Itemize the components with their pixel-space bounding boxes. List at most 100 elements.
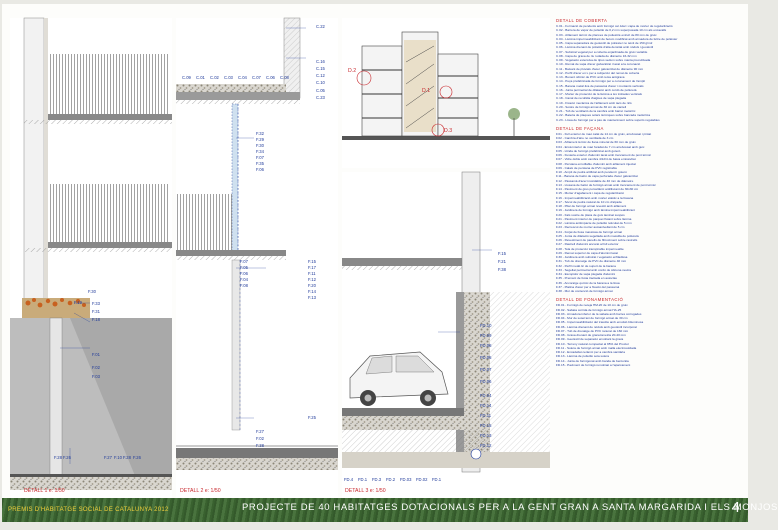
- spec-item: FD.06 - Làmina drenant de nòduls amb geo…: [556, 324, 637, 329]
- detail-tag: C.02: [210, 75, 219, 80]
- detail-tag: F.14: [308, 289, 316, 294]
- detail-tag: F.12: [308, 277, 316, 282]
- spec-item: FD.03 - Armadura inferior de la sabata a…: [556, 311, 642, 316]
- spec-item: F.28 - Tela de protecció transpirable im…: [556, 246, 624, 251]
- spec-item: FD.04 - Mur de soterrani de formigó arma…: [556, 316, 628, 320]
- spec-item: F.17 - Sòcol de pedra natural de 10 cm d…: [556, 199, 622, 204]
- detail-tag: C.04: [238, 75, 247, 80]
- detail-tag: F.11: [308, 271, 316, 276]
- spec-item: F.11 - Barana de balcó de xapa perforada…: [556, 174, 638, 179]
- detail-tag: C.12: [316, 73, 325, 78]
- detail-tag: C.03: [224, 75, 233, 80]
- detail-tag: F.06: [240, 271, 248, 276]
- detail-tag: F.20: [308, 283, 316, 288]
- detail-tag: F.30: [256, 143, 264, 148]
- spec-item: C.23 - Llosa de formigó per a pas de man…: [556, 117, 660, 122]
- spec-item: F.05 - Llinda de formigó prefabricat amb…: [556, 148, 621, 153]
- detail-tag: F.26: [63, 455, 71, 460]
- spec-item: F.22 - Làmina antiimpacte de polietilè r…: [556, 221, 632, 225]
- detail-2-label: DETALL 2 e: 1/50: [180, 488, 221, 494]
- spec-item: F.01 - Full exterior de maó calat de 14 …: [556, 131, 652, 136]
- spec-item: FD.09 - Geotèxtil de separació envoltant…: [556, 337, 624, 342]
- detail-tag: F.32: [256, 131, 264, 136]
- detail-tag: F.28: [54, 455, 62, 460]
- detail-tag: FD.10: [480, 323, 492, 328]
- detail-tag: F.15: [308, 259, 316, 264]
- spec-item: F.37 - Platina d'acer per a fixació del …: [556, 284, 620, 289]
- detail-2-drawing: [176, 17, 338, 498]
- spec-item: C.06 - Làmina drenant de polietilè d'alt…: [556, 45, 654, 50]
- spec-item: F.08 - Persiana enrotllable d'alumini am…: [556, 161, 636, 166]
- spec-item: FD.15 - Paviment de formigó remolinat a …: [556, 362, 631, 367]
- detail-tag: F.27: [256, 429, 264, 434]
- spec-item: C.16 - Junta perimetral de dilatació amb…: [556, 87, 637, 92]
- detail-tag: F.06: [256, 167, 264, 172]
- spec-item: F.24 - Forjat de llosa massissa de formi…: [556, 229, 623, 234]
- detail-tag: FD.06: [480, 379, 492, 384]
- grass-texture: [2, 498, 748, 522]
- spec-item: F.06 - Fusteria exterior d'alumini lacat…: [556, 153, 651, 157]
- detail-tag: C.15: [316, 66, 325, 71]
- detail-tag: F.19: [74, 300, 82, 305]
- detail-tag: FD.08: [480, 343, 492, 348]
- spec-item: FD.05 - Impermeabilització del trasdós a…: [556, 320, 644, 325]
- spec-item: F.32 - Perfil metàl·lic de suport de la …: [556, 263, 616, 268]
- detail-tag: FD.13: [480, 433, 492, 438]
- detail-tag: FD.05: [480, 355, 492, 360]
- spec-item: C.08 - Capa de grava de riu rodada de di…: [556, 53, 637, 58]
- detail-tag: F.38: [498, 267, 506, 272]
- detail-tag: FD.04: [480, 393, 492, 398]
- detail-tag: C.16: [316, 59, 325, 64]
- detail-tag: F.04: [240, 277, 248, 282]
- detail-tag: F.35: [256, 161, 264, 166]
- building-section-drawing: [342, 18, 550, 168]
- spec-item: C.22 - Bateria de plaques solars tèrmiqu…: [556, 113, 651, 118]
- detail-tag: F.15: [498, 251, 506, 256]
- spec-item: C.17 - Morter de protecció de la làmina …: [556, 92, 642, 96]
- spec-item: C.03 - Aïllament tèrmic de planxes de po…: [556, 32, 657, 37]
- spec-item: C.10 - Remat de xapa d'acer galvanitzat …: [556, 62, 641, 67]
- spec-item: F.18 - Pilar de formigó armat revestit a…: [556, 204, 627, 208]
- detail-tag: F.28: [123, 455, 131, 460]
- detail-1-drawing: [10, 17, 172, 498]
- detail-tag: F.02: [256, 436, 264, 441]
- spec-section-title: DETALL DE FAÇANA: [556, 125, 604, 131]
- section-tag: D.3: [444, 128, 453, 134]
- spec-item: C.21 - Tub de ventilació de la cambra am…: [556, 109, 636, 113]
- spec-item: F.07 - Vidre doble amb cambra 4/12/4 de …: [556, 157, 636, 162]
- spec-item: F.25 - Junta de dilatació segellada amb …: [556, 233, 639, 238]
- section-tag: D.1: [422, 88, 431, 94]
- detail-tag: C.01: [196, 75, 205, 80]
- spec-item: C.04 - Làmina impermeabilitzant de betum…: [556, 36, 678, 41]
- detail-tag: FD.11: [480, 413, 492, 418]
- detail-tag: C.10: [316, 80, 325, 85]
- spec-item: F.30 - Jardinera amb substrat i vegetaci…: [556, 255, 628, 259]
- detail-tag: FD.09: [480, 333, 492, 338]
- spec-item: FD.02 - Sabata corrida de formigó armat …: [556, 307, 622, 312]
- spec-item: FD.10 - Terreny natural compactat al 95%…: [556, 341, 630, 346]
- detail-tag: F.08: [240, 283, 248, 288]
- spec-item: C.05 - Capa separadora de geotèxtil de p…: [556, 41, 653, 45]
- spec-item: F.20 - Fals sostre de placa de guix lami…: [556, 212, 625, 217]
- spec-item: F.29 - Remat superior de xapa d'alumini …: [556, 250, 618, 255]
- spec-item: F.02 - Cambra d'aire no ventilada de 3 c…: [556, 136, 614, 140]
- spec-item: FD.14 - Junta de formigonat amb banda de…: [556, 358, 629, 363]
- detail-tag: C.08: [280, 75, 289, 80]
- detail-tag: F.17: [308, 265, 316, 270]
- spec-item: C.02 - Barrera de vapor de polietilè de …: [556, 28, 667, 33]
- detail-tag: FD.1: [358, 477, 368, 482]
- detail-tag: FD.4: [344, 477, 354, 482]
- detail-tag: C.09: [182, 75, 191, 80]
- detail-tag: F.34: [256, 149, 264, 154]
- spec-item: F.34 - Escopidor de xapa plegada d'alumi…: [556, 272, 616, 276]
- spec-item: F.14 - Paviment de gres porcellànic anti…: [556, 187, 639, 191]
- spec-item: FD.07 - Tub de drenatge de PVC ranurat d…: [556, 328, 629, 333]
- spec-item: C.18 - Canal de recollida d'aigües de xa…: [556, 96, 627, 101]
- detail-tag: F.10: [114, 455, 122, 460]
- spec-item: F.21 - Paviment interior de parquet flot…: [556, 216, 632, 221]
- detail-tag: F.02: [92, 365, 100, 370]
- detail-tag: FD.03: [400, 477, 412, 482]
- detail-tag: F.03: [92, 374, 100, 379]
- spec-item: C.09 - Vegetació extensiva de tipus sedu…: [556, 58, 651, 62]
- detail-tag: F.07: [256, 155, 264, 160]
